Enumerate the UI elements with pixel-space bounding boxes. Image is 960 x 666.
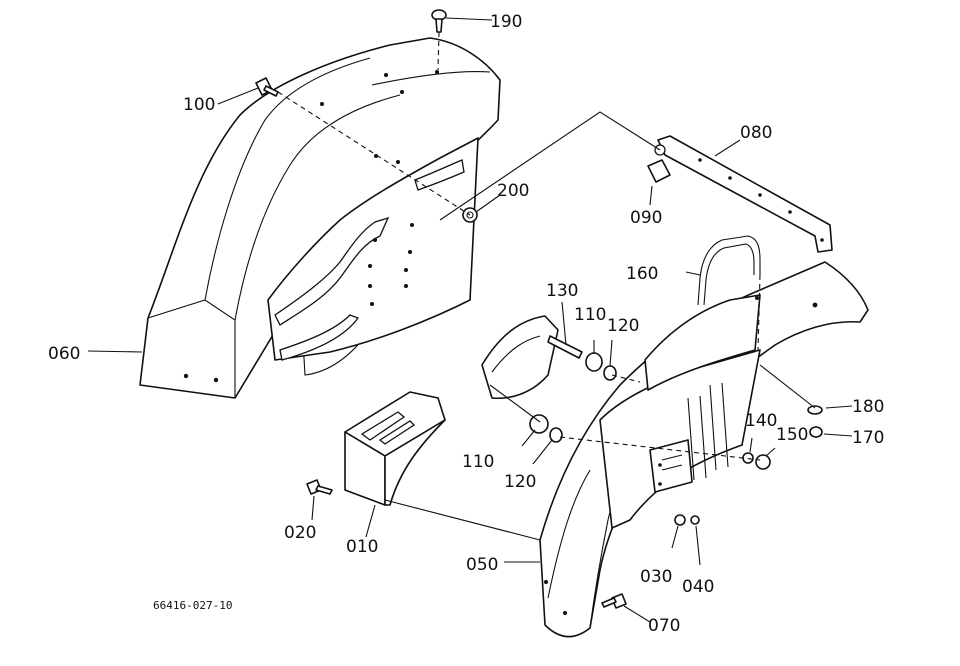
plate-130 <box>481 315 583 400</box>
knob-190 <box>431 9 447 33</box>
label-110-lower: 110 <box>462 452 494 472</box>
label-180: 180 <box>852 397 884 417</box>
label-140: 140 <box>745 411 777 431</box>
label-030: 030 <box>640 567 672 587</box>
label-120-lower: 120 <box>504 472 536 492</box>
label-190: 190 <box>490 12 522 32</box>
nut-150 <box>755 454 771 470</box>
nut-170 <box>809 426 823 438</box>
leader-lines <box>87 17 853 623</box>
nut-120-lower <box>549 427 563 443</box>
bracket-010 <box>344 391 446 506</box>
nut-120-upper <box>603 365 617 381</box>
label-200: 200 <box>497 181 529 201</box>
label-070: 070 <box>648 616 680 636</box>
washer-040 <box>690 515 700 525</box>
fender-050 <box>539 261 869 638</box>
nut-030 <box>674 514 686 526</box>
drawing-code: 66416-027-10 <box>153 599 232 612</box>
spacer-110-lower <box>529 414 549 434</box>
spacer-110-upper <box>585 352 603 372</box>
washer-140 <box>742 452 754 464</box>
label-110-upper: 110 <box>574 305 606 325</box>
stay-bar-080 <box>657 135 833 253</box>
label-010: 010 <box>346 537 378 557</box>
label-170: 170 <box>852 428 884 448</box>
washer-180 <box>807 405 823 415</box>
bolt-020 <box>306 479 333 495</box>
handle-pipe-160 <box>697 235 761 306</box>
label-120-upper: 120 <box>607 316 639 336</box>
clip-090 <box>647 144 671 183</box>
label-050: 050 <box>466 555 498 575</box>
part-labels: 190 100 080 200 090 160 060 130 110 120 … <box>48 12 884 636</box>
label-090: 090 <box>630 208 662 228</box>
assembly-lines <box>277 31 816 541</box>
label-020: 020 <box>284 523 316 543</box>
label-040: 040 <box>682 577 714 597</box>
label-100: 100 <box>183 95 215 115</box>
bolt-070 <box>601 593 627 609</box>
label-150: 150 <box>776 425 808 445</box>
label-130: 130 <box>546 281 578 301</box>
label-080: 080 <box>740 123 772 143</box>
fender-cover-060 <box>139 37 501 399</box>
bolt-100 <box>255 77 279 97</box>
label-160: 160 <box>626 264 658 284</box>
label-060: 060 <box>48 344 80 364</box>
